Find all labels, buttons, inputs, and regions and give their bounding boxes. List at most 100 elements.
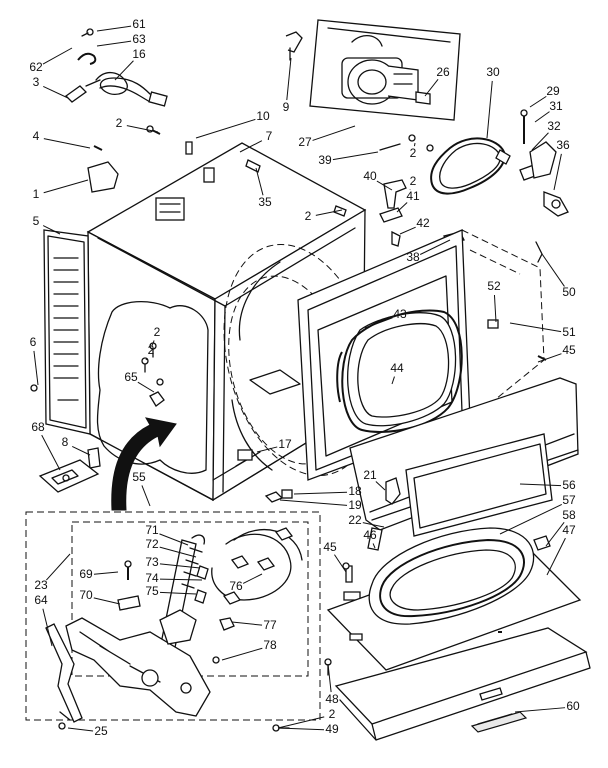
leader-c75 <box>159 591 197 595</box>
callout-c40: 40 <box>363 169 377 183</box>
callout-c31: 31 <box>549 99 563 113</box>
callout-c43: 43 <box>393 307 407 321</box>
leader-c46 <box>372 543 376 549</box>
callout-c69: 69 <box>79 567 93 581</box>
leader-c22 <box>362 522 385 528</box>
lint-panel <box>405 433 553 537</box>
leader-c55 <box>141 485 151 507</box>
leader-c65 <box>137 381 155 393</box>
callout-c32: 32 <box>547 119 561 133</box>
callout-c16: 16 <box>132 47 146 61</box>
callout-c19: 19 <box>348 498 362 512</box>
leader-c26 <box>424 78 439 97</box>
leader-c17 <box>256 446 278 453</box>
leader-c77 <box>231 621 263 626</box>
callout-c60: 60 <box>566 699 580 713</box>
callout-c1: 1 <box>33 187 40 201</box>
leader-c10 <box>195 118 256 139</box>
leader-c57 <box>499 504 562 535</box>
callout-c6: 6 <box>30 335 37 349</box>
callout-c21: 21 <box>363 468 377 482</box>
leader-c50 <box>541 253 565 287</box>
leader-c2f <box>145 357 148 361</box>
leader-c73 <box>159 563 201 569</box>
cabinet-screws <box>30 125 193 407</box>
leader-c63 <box>96 40 132 47</box>
callout-c65: 65 <box>124 370 138 384</box>
leader-c61 <box>96 25 132 32</box>
leader-c8 <box>71 446 91 456</box>
callout-c4: 4 <box>33 129 40 143</box>
leader-c52 <box>493 294 497 323</box>
callout-c5: 5 <box>33 214 40 228</box>
callout-c47: 47 <box>562 523 576 537</box>
callout-c77: 77 <box>263 618 277 632</box>
callout-c8: 8 <box>62 435 69 449</box>
leader-c6 <box>33 350 39 386</box>
leader-c42 <box>399 226 416 235</box>
callout-c41: 41 <box>406 189 420 203</box>
leader-c76 <box>242 573 263 584</box>
callout-c2d: 2 <box>410 174 417 188</box>
callout-c70: 70 <box>79 588 93 602</box>
leader-c45b <box>334 554 347 573</box>
callout-c63: 63 <box>132 32 146 46</box>
leader-c40 <box>376 180 393 191</box>
leader-c69 <box>93 571 119 575</box>
callout-c68: 68 <box>31 420 45 434</box>
callout-c45a: 45 <box>562 343 576 357</box>
leader-c68 <box>41 434 61 471</box>
leader-c3 <box>43 85 69 99</box>
callout-c61: 61 <box>132 17 146 31</box>
leader-c48 <box>327 663 332 693</box>
leader-c35 <box>255 167 264 196</box>
callout-c18: 18 <box>348 484 362 498</box>
callout-c29: 29 <box>546 84 560 98</box>
callout-c64: 64 <box>34 593 48 607</box>
drive-belt <box>430 137 511 195</box>
callout-leaders <box>33 25 566 732</box>
drive-motor <box>285 19 461 152</box>
leader-c72 <box>159 546 197 558</box>
callout-c76: 76 <box>229 579 243 593</box>
leader-c74 <box>159 578 203 581</box>
leader-c5 <box>42 225 61 235</box>
callout-c2c: 2 <box>410 146 417 160</box>
leader-c19 <box>279 499 348 506</box>
leader-c47 <box>546 537 566 576</box>
door-switch-parts <box>264 477 551 601</box>
leader-c36 <box>553 153 562 191</box>
callout-c36: 36 <box>556 138 570 152</box>
idler-parts <box>519 109 569 217</box>
callout-c25: 25 <box>94 724 108 738</box>
leader-c4 <box>43 138 91 149</box>
callout-c2e: 2 <box>154 325 161 339</box>
callout-c23: 23 <box>34 578 48 592</box>
callout-c74: 74 <box>145 571 159 585</box>
leader-c31 <box>534 111 550 123</box>
callout-c2g: 2 <box>329 707 336 721</box>
leader-c58 <box>545 522 565 547</box>
leader-c43 <box>364 317 393 329</box>
callout-c42: 42 <box>416 216 430 230</box>
callout-c51: 51 <box>562 325 576 339</box>
leader-c51 <box>509 322 562 333</box>
leader-c70 <box>93 597 121 605</box>
leader-c29 <box>529 95 547 108</box>
leveling-legs <box>38 447 101 493</box>
callout-c27: 27 <box>298 135 312 149</box>
callout-c17: 17 <box>278 437 292 451</box>
leader-c25 <box>67 727 94 732</box>
callout-c78: 78 <box>263 638 277 652</box>
power-cord-group <box>64 28 168 107</box>
leader-c16 <box>114 60 134 81</box>
front-panel <box>297 229 547 481</box>
leader-c64 <box>42 608 53 647</box>
callout-c73: 73 <box>145 555 159 569</box>
leader-c2b <box>315 209 343 216</box>
leader-c71 <box>159 533 189 546</box>
leader-c44 <box>391 376 395 385</box>
callout-c2b: 2 <box>305 209 312 223</box>
leader-c18 <box>293 491 348 495</box>
